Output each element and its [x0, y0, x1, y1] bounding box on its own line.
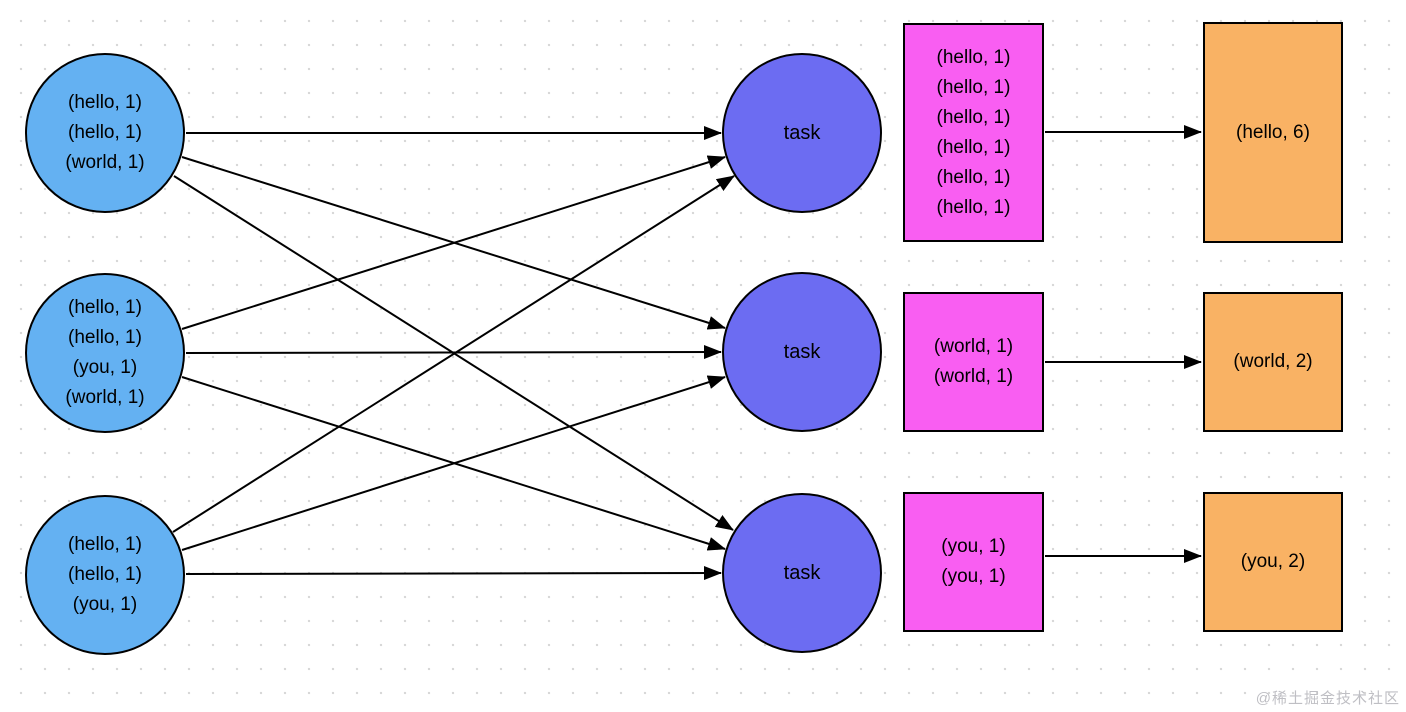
tuple: (world, 1)	[933, 366, 1014, 387]
result-world: (world, 2)	[1203, 292, 1343, 432]
tuple: (hello, 1)	[936, 106, 1011, 128]
shuffle-arrow-m1-t2	[181, 156, 726, 330]
task-label: task	[783, 562, 821, 584]
tuple: (hello, 1)	[936, 76, 1011, 98]
tuple: (hello, 1)	[68, 534, 142, 555]
tuple: (hello, 1)	[936, 136, 1011, 158]
tuple: (hello, 1)	[936, 196, 1011, 218]
result-you: (you, 2)	[1203, 492, 1343, 632]
grouped-tuples-world: (world, 1) (world, 1)	[903, 292, 1044, 432]
task-node-1: task	[722, 53, 882, 213]
shuffle-arrow-m3-t2	[181, 375, 726, 551]
tuple: (hello, 1)	[68, 327, 142, 348]
grouped-tuples-you: (you, 1) (you, 1)	[903, 492, 1044, 632]
task-node-3: task	[722, 493, 882, 653]
watermark: @稀土掘金技术社区	[1255, 690, 1400, 707]
task-node-2: task	[722, 272, 882, 432]
grouped-tuples-hello: (hello, 1) (hello, 1) (hello, 1) (hello,…	[903, 23, 1044, 242]
tuple: (you, 1)	[941, 536, 1006, 557]
result-label: (world, 2)	[1233, 351, 1313, 372]
map-output-node-1: (hello, 1) (hello, 1) (world, 1)	[25, 53, 185, 213]
result-label: (you, 2)	[1240, 551, 1306, 572]
tuple: (hello, 1)	[68, 92, 142, 113]
map-output-node-3: (hello, 1) (hello, 1) (you, 1)	[25, 495, 185, 655]
tuple: (hello, 1)	[936, 46, 1011, 68]
tuple: (world, 1)	[65, 152, 145, 173]
tuple: (hello, 1)	[68, 297, 142, 318]
shuffle-arrow-m1-t3	[173, 175, 734, 531]
tuple: (world, 1)	[933, 336, 1014, 357]
map-output-node-2: (hello, 1) (hello, 1) (you, 1) (world, 1…	[25, 273, 185, 433]
shuffle-arrow-m2-t3	[181, 376, 726, 551]
task-label: task	[783, 122, 821, 144]
result-hello: (hello, 6)	[1203, 22, 1343, 243]
tuple: (you, 1)	[72, 594, 138, 615]
tuple: (hello, 1)	[68, 122, 142, 143]
shuffle-arrow-m2-t2	[185, 345, 722, 360]
shuffle-arrow-m2-t1	[181, 155, 726, 330]
tuple: (hello, 1)	[936, 166, 1011, 188]
shuffle-arrow-m3-t3	[185, 566, 722, 581]
tuple: (world, 1)	[65, 387, 145, 408]
tuple: (you, 1)	[941, 566, 1006, 587]
result-label: (hello, 6)	[1236, 121, 1310, 143]
tuple: (you, 1)	[72, 357, 138, 378]
shuffle-arrow-m3-t1	[172, 175, 735, 533]
tuple: (hello, 1)	[68, 564, 142, 585]
task-label: task	[783, 341, 821, 363]
